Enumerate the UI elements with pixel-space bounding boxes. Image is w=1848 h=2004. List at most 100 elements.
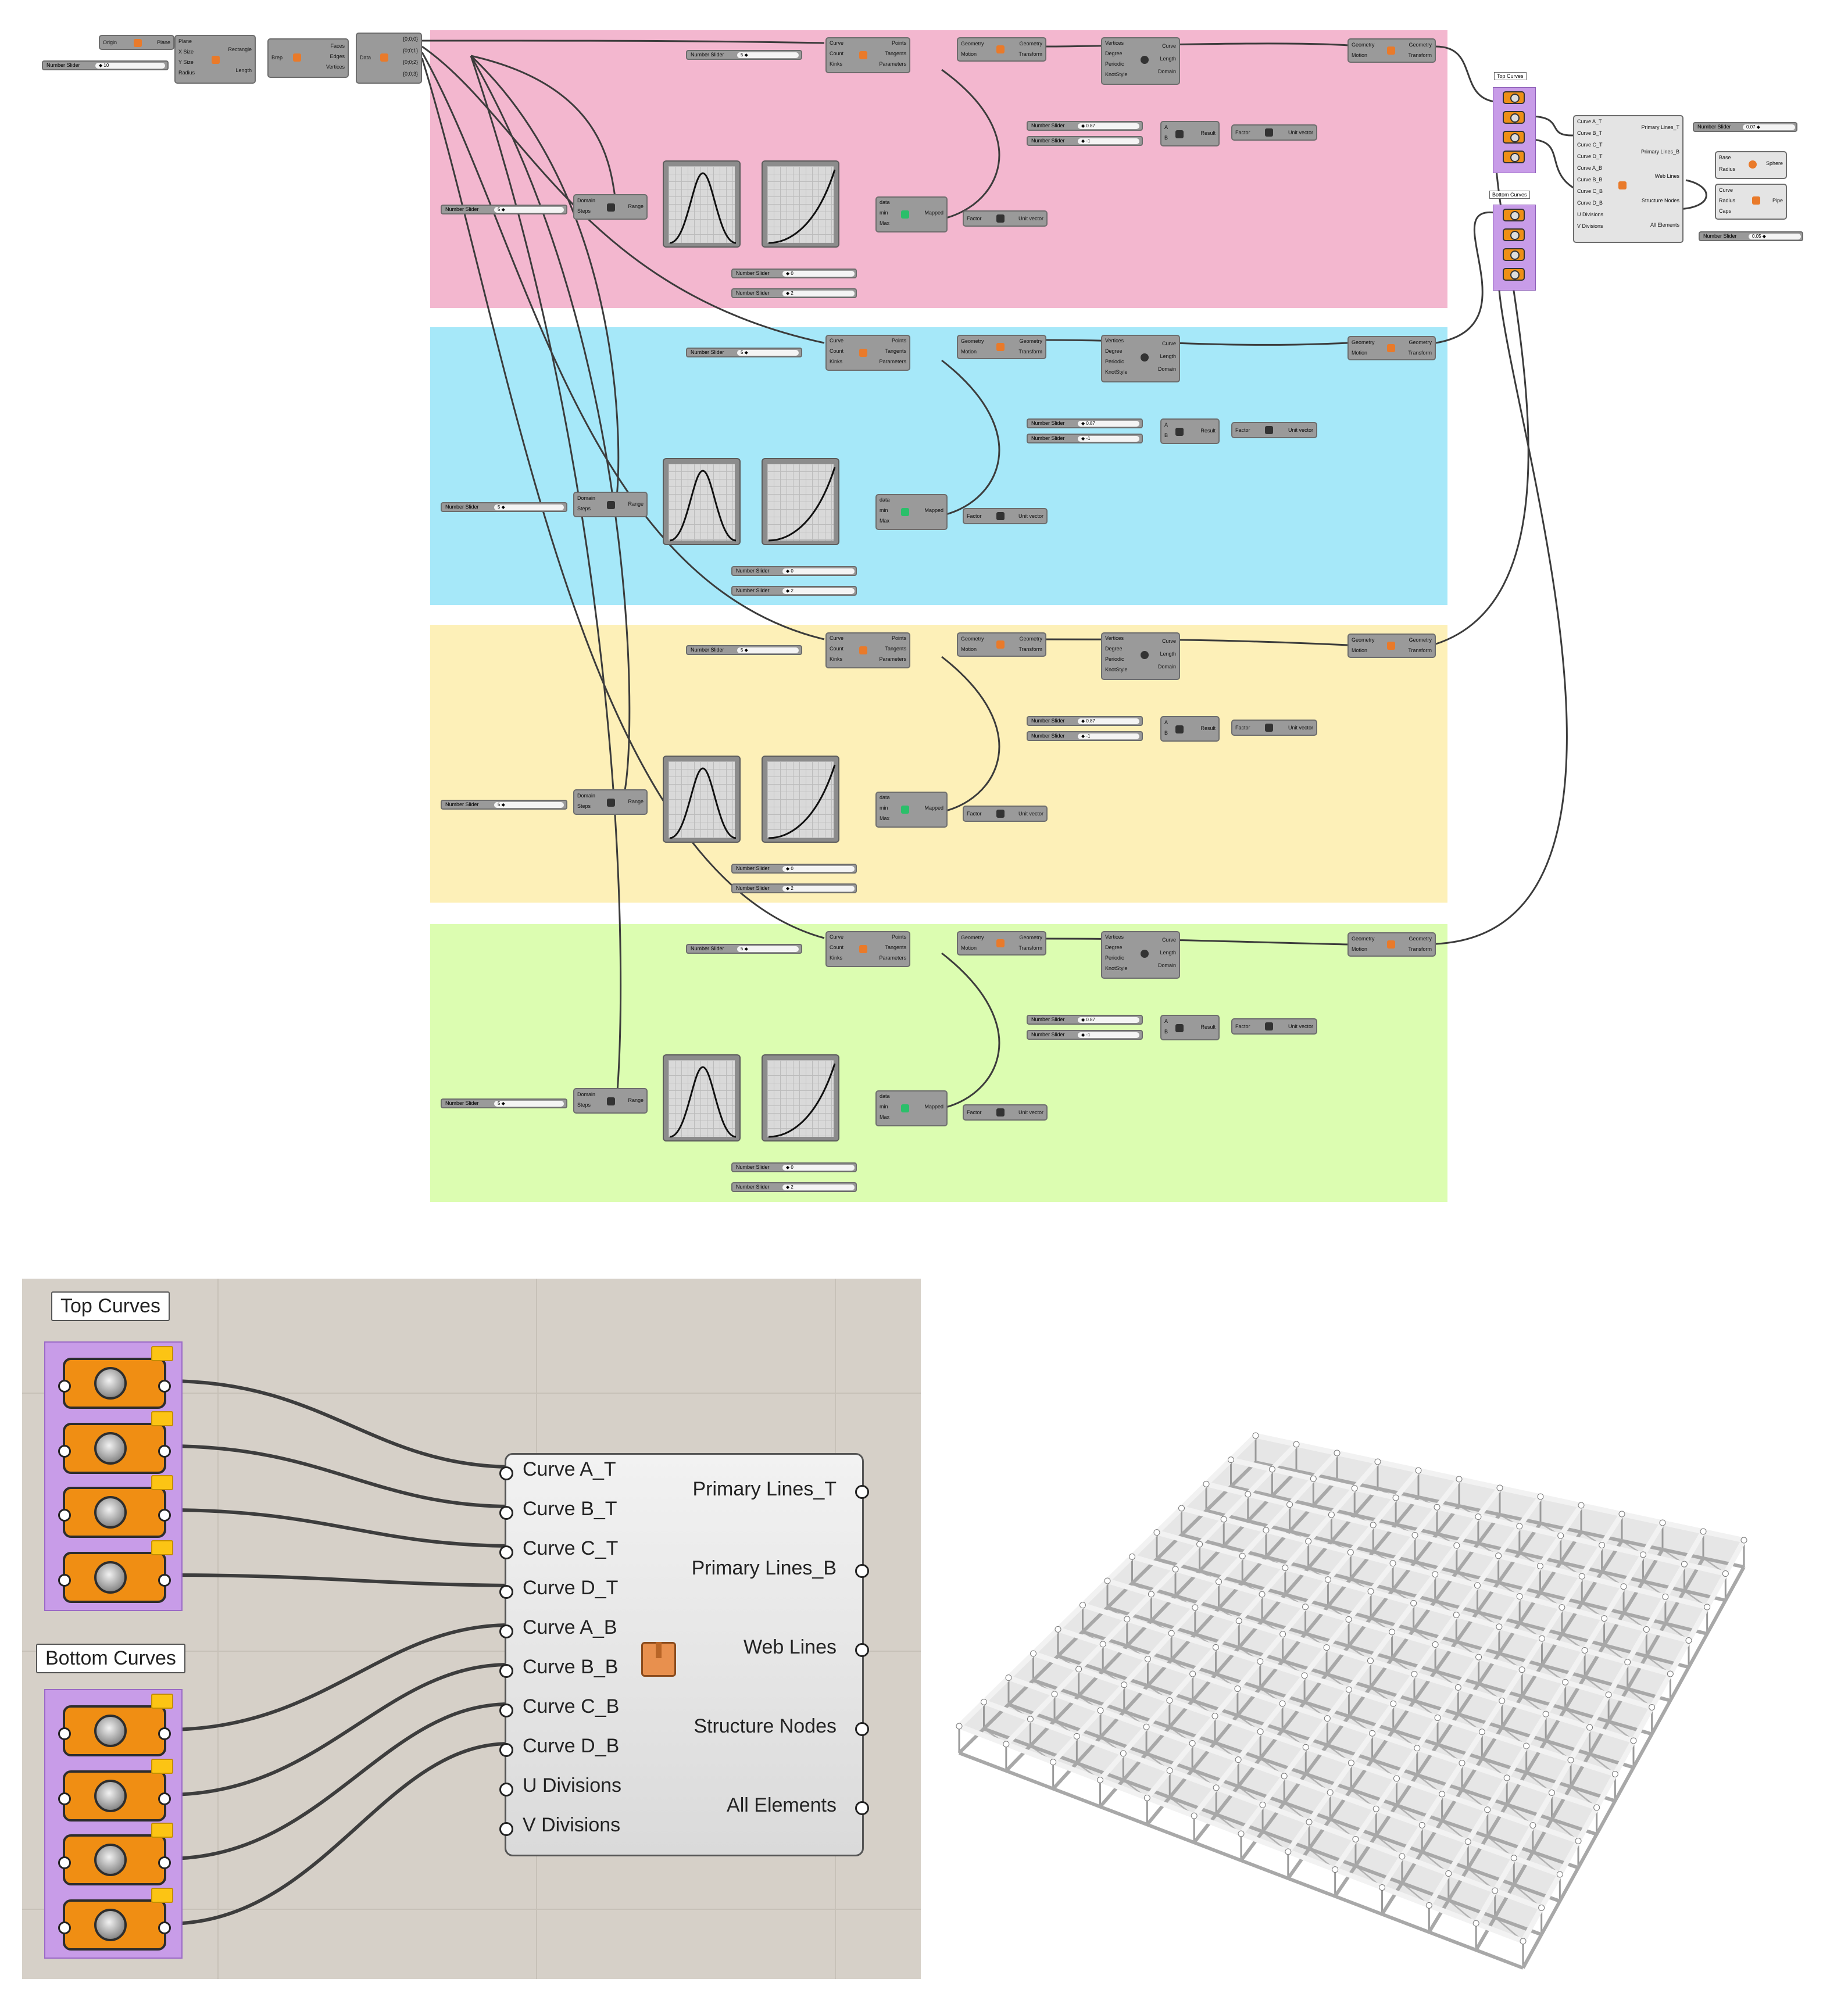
cluster-output-grip[interactable]	[855, 1485, 869, 1499]
cluster-input-grip[interactable]	[499, 1783, 513, 1797]
bottom-curve-param-c[interactable]	[58, 1823, 173, 1885]
top-curves-group-small[interactable]	[1493, 87, 1536, 173]
explode-tree-node[interactable]: Data {0;0;0} {0;0;1} {0;0;2} {0;0;3}	[356, 33, 422, 84]
curve-param[interactable]	[1503, 131, 1525, 144]
bell-graph-mapper[interactable]	[663, 1054, 741, 1141]
cluster-output-grip[interactable]	[855, 1564, 869, 1578]
cluster-input-grip[interactable]	[499, 1466, 513, 1480]
top-curve-param-c[interactable]	[58, 1475, 173, 1538]
rectangle-node[interactable]: Plane X Size Y Size Radius Rectangle Len…	[174, 35, 256, 84]
number-slider-radius-sphere[interactable]: Number Slider 0.07 ◆	[1693, 122, 1797, 132]
cluster-input-grip[interactable]	[499, 1664, 513, 1678]
number-slider-min[interactable]: Number Slider◆ 0	[731, 864, 857, 874]
number-slider-max[interactable]: Number Slider◆ 2	[731, 288, 857, 298]
number-slider-b[interactable]: Number Slider◆ -1	[1027, 1030, 1143, 1040]
curve-param[interactable]	[1503, 248, 1525, 261]
cluster-output-grip[interactable]	[855, 1643, 869, 1657]
cluster-input-grip[interactable]	[499, 1585, 513, 1599]
bottom-curves-group[interactable]	[44, 1689, 183, 1959]
curve-param[interactable]	[1503, 151, 1525, 163]
cluster-input-grip[interactable]	[499, 1704, 513, 1717]
number-slider-a[interactable]: Number Slider◆ 0.87	[1027, 716, 1143, 726]
bottom-curve-param-b[interactable]	[58, 1759, 173, 1822]
curve-param[interactable]	[1503, 228, 1525, 241]
pipe-node[interactable]: Curve Radius Caps Pipe	[1715, 184, 1787, 220]
bell-graph-mapper[interactable]	[663, 160, 741, 248]
number-slider-max[interactable]: Number Slider◆ 2	[731, 883, 857, 893]
number-slider-max[interactable]: Number Slider◆ 2	[731, 586, 857, 596]
curve-param[interactable]	[1503, 209, 1525, 221]
cluster-input-grip[interactable]	[499, 1822, 513, 1836]
number-slider-a[interactable]: Number Slider◆ 0.87	[1027, 1015, 1143, 1025]
bottom-curve-param-d[interactable]	[58, 1888, 173, 1951]
cluster-input-grip[interactable]	[499, 1545, 513, 1559]
cluster-input-grip[interactable]	[499, 1743, 513, 1757]
cluster-input-grip[interactable]	[499, 1506, 513, 1520]
bell-graph-mapper[interactable]	[663, 458, 741, 545]
number-slider-b[interactable]: Number Slider◆ -1	[1027, 434, 1143, 443]
top-curve-param-a[interactable]	[58, 1346, 173, 1409]
number-slider-b[interactable]: Number Slider◆ -1	[1027, 731, 1143, 741]
top-curve-param-b[interactable]	[58, 1411, 173, 1474]
number-slider-min[interactable]: Number Slider◆ 0	[731, 1162, 857, 1172]
bottom-curve-param-a[interactable]	[58, 1694, 173, 1756]
curve-param[interactable]	[1503, 111, 1525, 124]
construct-plane-node[interactable]: Origin Plane	[99, 35, 174, 50]
bell-graph-mapper[interactable]	[663, 756, 741, 843]
number-slider-b[interactable]: Number Slider◆ -1	[1027, 136, 1143, 146]
number-slider-header[interactable]: Number Slider ◆ 10	[42, 60, 169, 70]
deconstruct-brep-node[interactable]: Brep Faces Edges Vertices	[267, 38, 349, 78]
shape-graph-mapper[interactable]	[762, 160, 839, 248]
number-slider-max[interactable]: Number Slider◆ 2	[731, 1182, 857, 1192]
number-slider-min[interactable]: Number Slider◆ 0	[731, 566, 857, 576]
cluster-output-grip[interactable]	[855, 1801, 869, 1815]
number-slider-a[interactable]: Number Slider◆ 0.87	[1027, 418, 1143, 428]
bottom-curves-group-small[interactable]	[1493, 205, 1536, 291]
curve-param[interactable]	[1503, 91, 1525, 104]
shape-graph-mapper[interactable]	[762, 1054, 839, 1141]
curve-param[interactable]	[1503, 268, 1525, 281]
shape-graph-mapper[interactable]	[762, 756, 839, 843]
cluster-input-grip[interactable]	[499, 1624, 513, 1638]
top-curve-param-d[interactable]	[58, 1540, 173, 1603]
